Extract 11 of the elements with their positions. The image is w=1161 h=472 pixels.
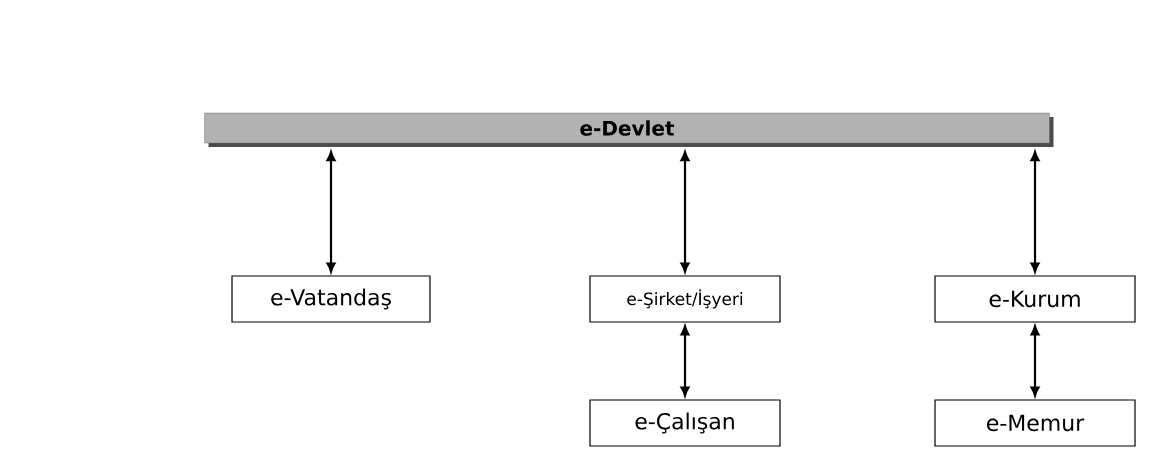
arrow (326, 151, 336, 273)
arrow (680, 151, 690, 273)
arrow (1030, 151, 1040, 273)
entity-box: e-Şirket/İşyeri (589, 275, 781, 323)
arrow (680, 325, 690, 397)
arrow (1030, 325, 1040, 397)
entity-box: e-Vatandaş (231, 275, 431, 323)
entity-box: e-Kurum (934, 275, 1136, 323)
entity-box: e-Memur (934, 399, 1136, 447)
entity-box: e-Çalışan (589, 399, 781, 447)
banner-bar: e-Devlet (204, 112, 1054, 147)
